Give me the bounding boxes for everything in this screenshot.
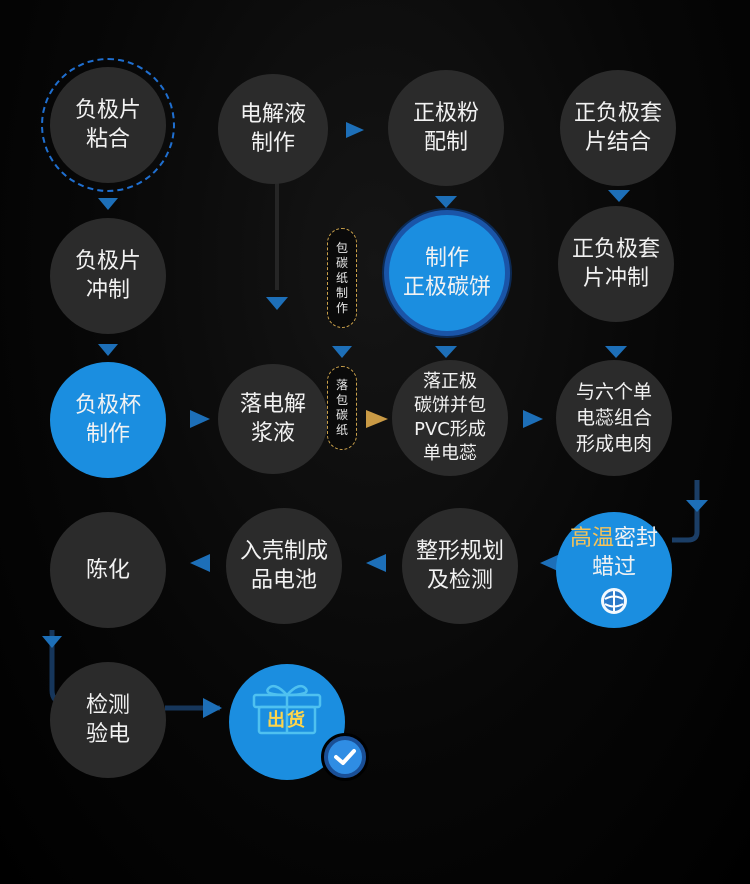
- pill-char: 纸: [335, 423, 348, 437]
- pill-char: 落: [335, 378, 348, 392]
- arrow-group-right: [190, 122, 543, 718]
- arrow-left-icon: [540, 554, 560, 572]
- step-label: 制作: [85, 422, 130, 447]
- step-positive-carbon-cake[interactable]: 制作 正极碳饼: [384, 210, 510, 336]
- step-label: 冲制: [85, 278, 130, 303]
- arrow-down-icon: [332, 346, 352, 358]
- step-label: 碳饼并包: [414, 395, 486, 416]
- step-label: 粘合: [85, 127, 130, 152]
- arrow-down-icon: [98, 344, 118, 356]
- step-label: 电蕊组合: [575, 407, 652, 429]
- step-label: 电解液: [239, 102, 306, 127]
- step-label: 正负极套: [573, 101, 662, 126]
- arrow-group: [42, 190, 708, 648]
- pill-char: 包: [335, 393, 348, 407]
- step-insert-carbon-cake[interactable]: 落正极 碳饼并包 PVC形成 单电蕊: [392, 360, 508, 476]
- arrow-right-icon: [366, 410, 388, 428]
- arrow-group-left: [190, 554, 560, 572]
- arrow-down-icon: [435, 346, 457, 358]
- step-combine-six-cells[interactable]: 与六个单 电蕊组合 形成电肉: [556, 360, 672, 476]
- step-label: 入壳制成: [239, 539, 328, 564]
- step-label: 整形规划: [415, 539, 504, 564]
- step-label: 蜡过: [591, 555, 636, 580]
- step-label: 片结合: [584, 130, 651, 155]
- pill-char: 碳: [335, 408, 348, 422]
- gift-box-icon: [252, 684, 322, 735]
- step-label: 检测: [85, 693, 130, 718]
- step-positive-powder-mix[interactable]: 正极粉 配制: [388, 70, 504, 186]
- step-label: 正负极套: [571, 237, 660, 262]
- arrow-down-icon: [605, 346, 627, 358]
- arrow-right-icon: [190, 410, 210, 428]
- arrow-down-icon: [266, 297, 288, 310]
- step-sleeve-combine[interactable]: 正负极套 片结合: [560, 70, 676, 186]
- arrow-down-icon: [435, 196, 457, 208]
- step-label: 密封: [614, 526, 659, 551]
- step-label: 正极碳饼: [402, 275, 491, 300]
- arrow-right-icon: [346, 122, 364, 138]
- connector-line: [672, 512, 700, 543]
- step-fill-electrolyte[interactable]: 落电解 浆液: [218, 364, 328, 474]
- checkmark-badge: [321, 733, 369, 781]
- step-label-highlight: 高温: [569, 526, 614, 551]
- side-step-carbon-paper-make[interactable]: 包 碳 纸 制 作: [327, 228, 357, 328]
- arrow-down-icon: [686, 500, 708, 512]
- step-negative-sheet-punch[interactable]: 负极片 冲制: [50, 218, 166, 334]
- step-label: 验电: [85, 722, 130, 747]
- step-aging[interactable]: 陈化: [50, 512, 166, 628]
- side-step-wrap-carbon-paper[interactable]: 落 包 碳 纸: [327, 366, 357, 450]
- step-label: 形成电肉: [575, 433, 652, 455]
- pill-char: 包: [335, 240, 348, 255]
- step-high-temp-seal[interactable]: 高温密封 蜡过: [556, 512, 672, 628]
- arrow-right-icon: [523, 410, 543, 428]
- step-label: 正极粉: [412, 101, 479, 126]
- step-electrolyte-prep[interactable]: 电解液 制作: [218, 74, 328, 184]
- step-sleeve-punch[interactable]: 正负极套 片冲制: [558, 206, 674, 322]
- arrow-right-icon: [203, 698, 222, 718]
- step-label: 及检测: [426, 568, 493, 593]
- step-label: 负极杯: [74, 393, 141, 418]
- step-label: 落电解: [239, 392, 306, 417]
- arrow-down-icon: [608, 190, 630, 202]
- step-label: 制作: [250, 131, 295, 156]
- selection-ring: [41, 58, 175, 192]
- step-label: 负极片: [74, 98, 141, 123]
- step-label: 与六个单: [575, 381, 652, 403]
- arrow-left-icon: [190, 554, 210, 572]
- globe-seal-icon: [601, 588, 627, 614]
- arrow-down-icon: [98, 198, 118, 210]
- step-label: 单电蕊: [423, 443, 477, 464]
- step-shaping-inspection[interactable]: 整形规划 及检测: [402, 508, 518, 624]
- checkmark-icon: [334, 749, 356, 765]
- shipping-label: 出货: [267, 710, 307, 731]
- step-label: 浆液: [250, 421, 295, 446]
- step-test-voltage[interactable]: 检测 验电: [50, 662, 166, 778]
- step-label: 负极片: [74, 249, 141, 274]
- step-case-assembly[interactable]: 入壳制成 品电池: [226, 508, 342, 624]
- pill-char: 碳: [335, 255, 348, 270]
- step-label: 片冲制: [582, 266, 649, 291]
- step-label: 品电池: [250, 568, 317, 593]
- pill-char: 制: [335, 285, 348, 300]
- pill-char: 纸: [335, 270, 348, 285]
- pill-char: 作: [335, 300, 348, 315]
- step-label: 配制: [423, 130, 468, 155]
- step-negative-cup-make[interactable]: 负极杯 制作: [50, 362, 166, 478]
- step-label: PVC形成: [414, 419, 486, 440]
- step-label: 制作: [424, 246, 469, 271]
- step-negative-sheet-bonding[interactable]: 负极片 粘合: [50, 67, 166, 183]
- arrow-left-icon: [366, 554, 386, 572]
- step-label: 陈化: [85, 557, 130, 583]
- arrow-down-icon: [42, 636, 62, 648]
- step-label: 落正极: [423, 371, 477, 392]
